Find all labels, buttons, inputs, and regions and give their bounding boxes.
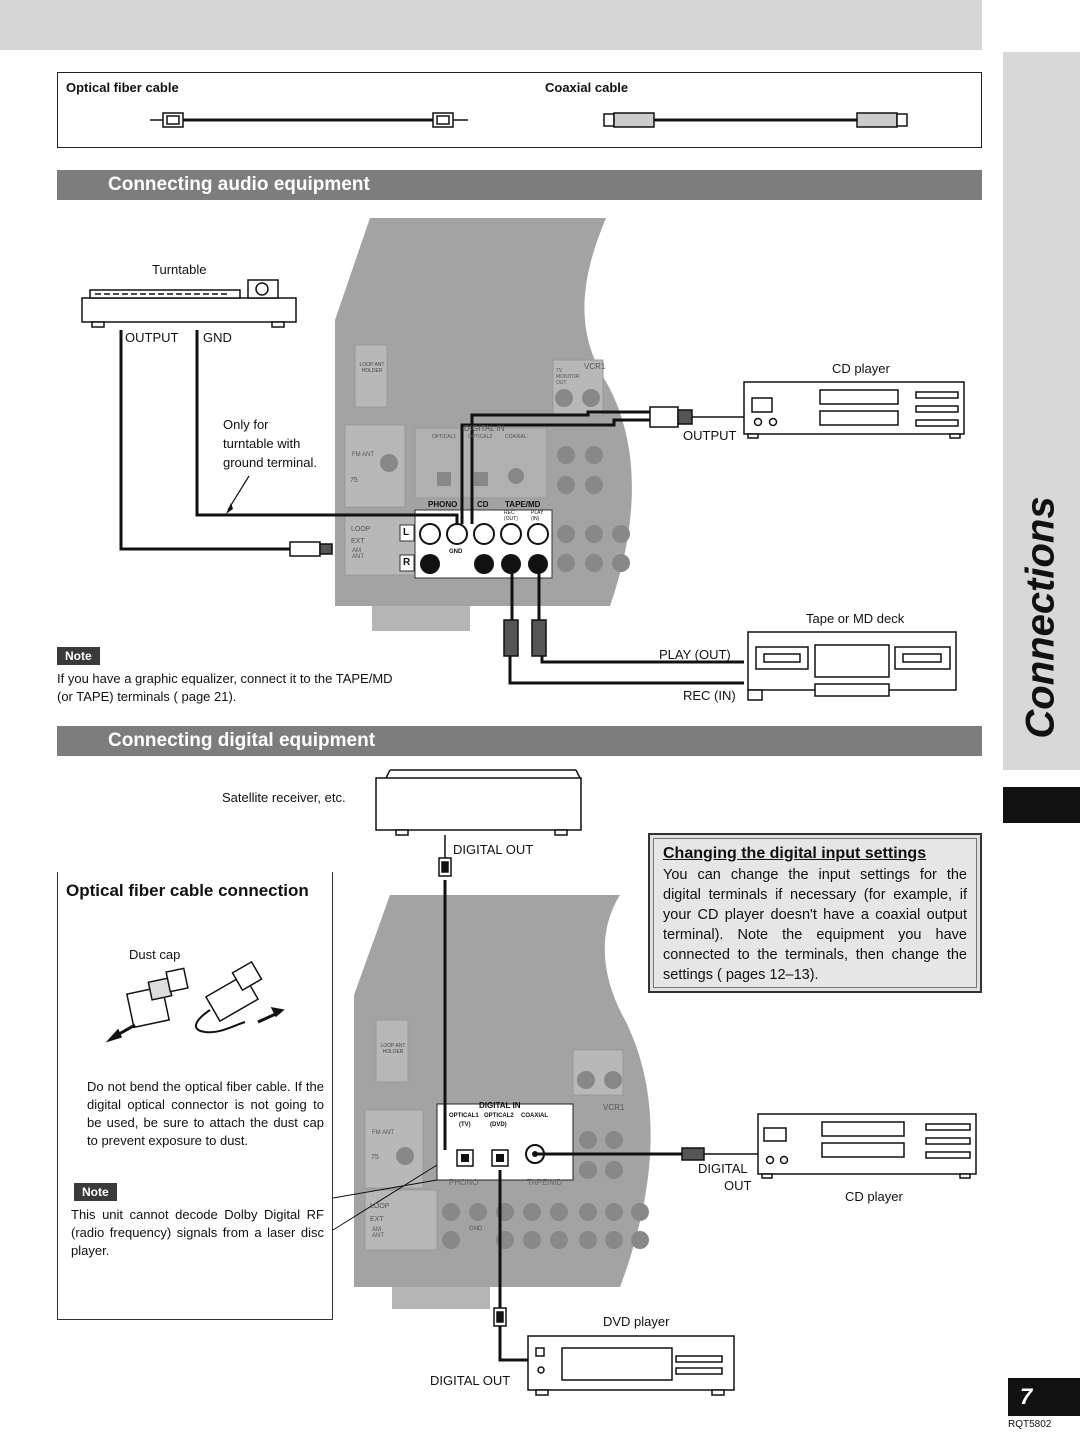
dust-cap-label: Dust cap: [129, 947, 181, 962]
satellite-label: Satellite receiver, etc.: [222, 790, 346, 805]
play-out-label: PLAY (OUT): [659, 647, 731, 662]
optical-plug-dvd: [493, 1307, 507, 1327]
coaxial-cable-icon: [603, 112, 908, 128]
dust-cap-illustration: [105, 960, 285, 1043]
seventy-five-bottom-label: 75: [371, 1154, 379, 1161]
fm-ant-label: FM ANT: [352, 452, 374, 458]
coax-plug-cd: [681, 1147, 758, 1161]
optical-note-text: This unit cannot decode Dolby Digital RF…: [71, 1207, 324, 1258]
turntable-illustration: [81, 279, 297, 328]
loop-ant-holder-bottom-label: LOOP ANT HOLDER: [380, 1043, 406, 1055]
dvd-player-label: DVD player: [603, 1314, 670, 1329]
cd-player-bottom: [757, 1113, 977, 1179]
digital-out-satellite-label: DIGITAL OUT: [453, 842, 534, 857]
turntable-gnd-label: GND: [203, 330, 232, 345]
audio-note-badge: Note: [57, 647, 100, 665]
r-channel-label: R: [403, 557, 411, 568]
digital-in-label: DIGITAL IN: [464, 424, 505, 433]
ground-note-line1: Only for: [223, 417, 269, 432]
phono-label: PHONO: [428, 500, 458, 509]
gnd-bottom-label: GND: [469, 1226, 483, 1232]
am-ant-label: AM ANT: [352, 548, 364, 560]
cd-player-label: CD player: [832, 361, 890, 376]
audio-section-heading: Connecting audio equipment: [57, 170, 982, 200]
am-ant-bottom-label: AM ANT: [372, 1227, 384, 1239]
optical-connection-title: Optical fiber cable connection: [66, 881, 309, 900]
vcr1-bottom-label: VCR1: [603, 1103, 625, 1112]
dvd-player: [527, 1335, 735, 1396]
digital-out-cd-line1: DIGITAL: [698, 1161, 748, 1176]
turntable-output-label: OUTPUT: [125, 330, 179, 345]
tape-md-label: TAPE/MD: [505, 500, 541, 509]
vcr1-label: VCR1: [584, 362, 606, 371]
cd-output-label: OUTPUT: [683, 428, 737, 443]
side-tab-marker: [1003, 787, 1080, 823]
cd-player-bottom-label: CD player: [845, 1189, 903, 1204]
l-channel-label: L: [403, 527, 410, 538]
tape-cables: [508, 572, 744, 685]
optical2-label: OPTICAL2: [468, 434, 493, 440]
turntable-rca-plug: [289, 541, 333, 557]
settings-title: Changing the digital input settings: [663, 845, 927, 862]
digital-section-heading: Connecting digital equipment: [57, 726, 982, 756]
optical-note-badge: Note: [74, 1183, 117, 1201]
tv-monitor-label: TV MONITOR OUT: [556, 368, 580, 386]
optical-cable-label: Optical fiber cable: [66, 80, 179, 95]
optical-cable-icon: [150, 112, 468, 128]
cd-top-plug: [649, 406, 744, 428]
receiver-back-panel-top: [335, 218, 632, 631]
cd-label: CD: [477, 500, 489, 509]
loop-label: LOOP: [351, 526, 371, 533]
seventy-five-label: 75: [350, 477, 358, 484]
settings-text: You can change the input settings for th…: [663, 867, 967, 983]
top-header-bar: [0, 0, 982, 50]
digital-in-bottom-label: DIGITAL IN: [479, 1101, 521, 1110]
tape-rca-plugs: [503, 619, 547, 657]
tv-bottom-label: (TV): [459, 1122, 471, 1128]
audio-note-line2: (or TAPE) terminals ( page 21).: [57, 689, 237, 704]
tape-deck: [747, 631, 957, 701]
ext-bottom-label: EXT: [370, 1216, 384, 1223]
optical2-bottom-label: OPTICAL2: [484, 1113, 514, 1119]
receiver-back-panel-bottom: [354, 895, 651, 1309]
optical-warning-text: Do not bend the optical fiber cable. If …: [87, 1079, 324, 1148]
coaxial-bottom-label: COAXIAL: [521, 1113, 548, 1119]
audio-note-line1: If you have a graphic equalizer, connect…: [57, 671, 393, 686]
phono-bottom-label: PHONO: [449, 1178, 479, 1187]
optical1-bottom-label: OPTICAL1: [449, 1113, 479, 1119]
receiver-gnd-label: GND: [449, 549, 463, 555]
loop-ant-holder-label: LOOP ANT HOLDER: [359, 362, 385, 374]
optical-plug-satellite: [438, 835, 452, 877]
coaxial-label: COAXIAL: [505, 434, 527, 440]
rec-out-label: REC (OUT): [504, 510, 518, 522]
ground-note-line3: ground terminal.: [223, 455, 317, 470]
side-tab: [1003, 52, 1080, 770]
digital-out-dvd-label: DIGITAL OUT: [430, 1373, 511, 1388]
satellite-receiver: [375, 769, 582, 836]
optical1-label: OPTICAL1: [432, 434, 457, 440]
fm-ant-bottom-label: FM ANT: [372, 1130, 394, 1136]
turntable-cables: [119, 330, 459, 551]
play-in-label: PLAY (IN): [531, 510, 544, 522]
digital-out-cd-line2: OUT: [724, 1178, 752, 1193]
model-code: RQT5802: [1008, 1419, 1052, 1430]
optical-connection-box: [57, 872, 333, 1320]
tape-md-bottom-label: TAPE/MD: [527, 1178, 562, 1187]
cable-legend-box: [57, 72, 982, 148]
digital-settings-box: Changing the digital input settings You …: [648, 833, 982, 993]
cd-top-cables: [460, 410, 650, 524]
digital-cables: [443, 880, 682, 1362]
coaxial-cable-label: Coaxial cable: [545, 80, 629, 95]
page-number: 7: [1008, 1378, 1080, 1416]
rec-in-label: REC (IN): [683, 688, 736, 703]
dvd-bottom-label: (DVD): [490, 1122, 507, 1128]
turntable-label: Turntable: [152, 262, 207, 277]
ext-label: EXT: [351, 538, 365, 545]
ground-note-line2: turntable with: [223, 436, 301, 451]
loop-bottom-label: LOOP: [370, 1203, 390, 1210]
cd-player-top: [743, 381, 965, 439]
tape-deck-label: Tape or MD deck: [806, 611, 905, 626]
